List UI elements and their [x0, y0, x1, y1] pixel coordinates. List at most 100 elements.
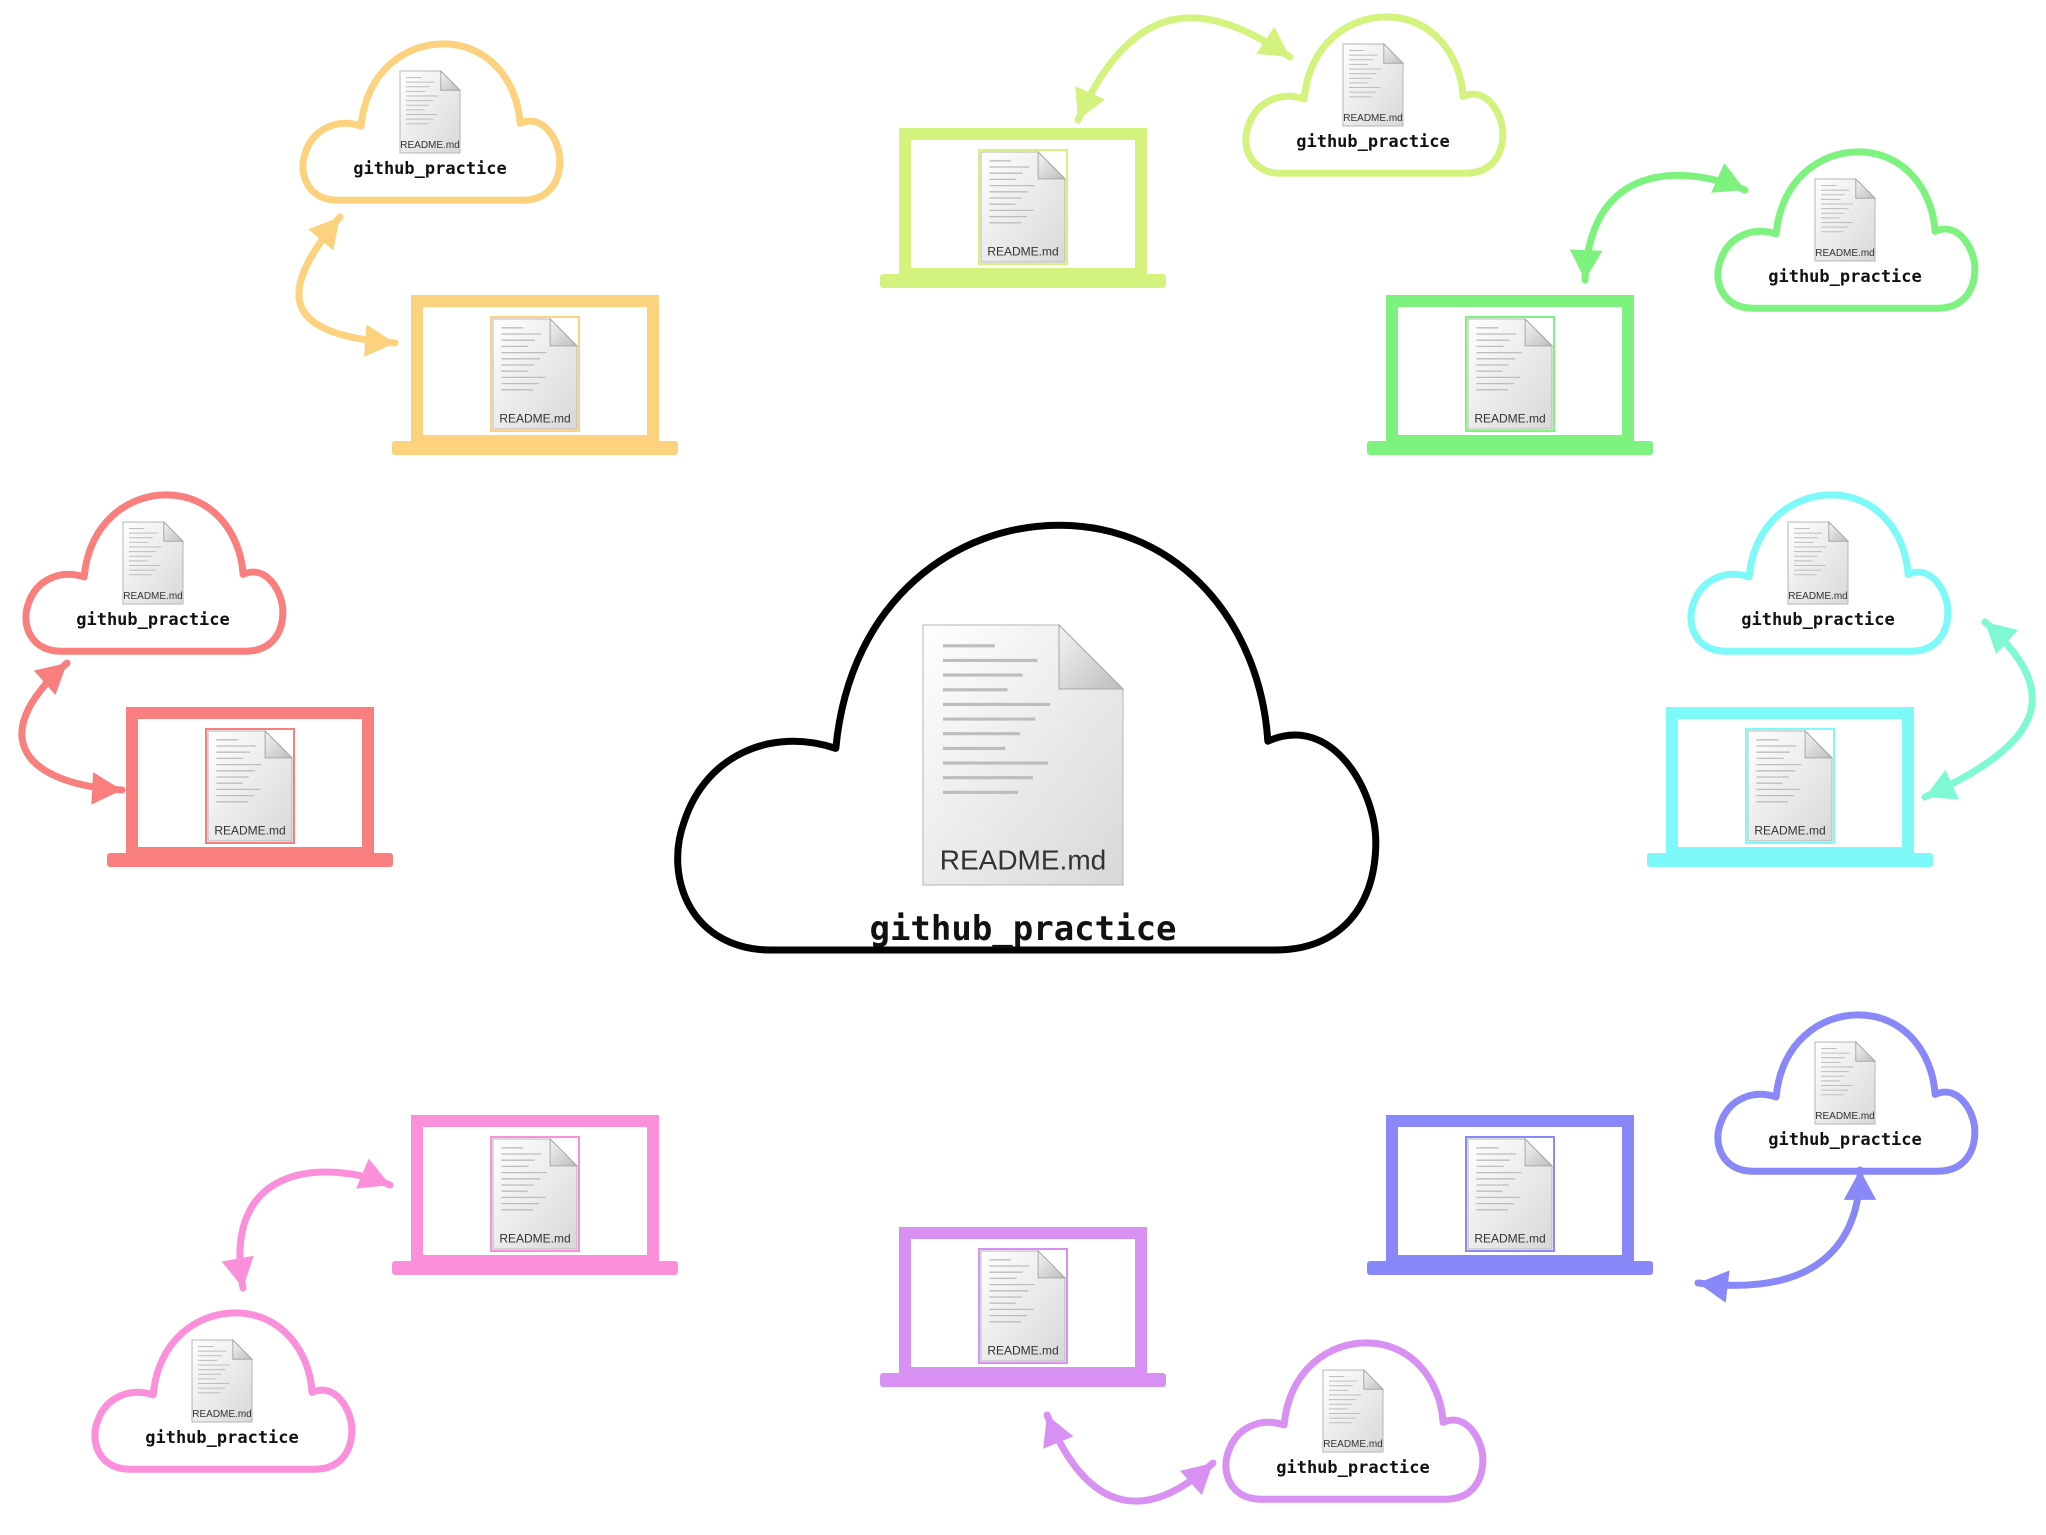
file-name-label: README.md [1815, 1111, 1874, 1122]
document-text-lines [1476, 1147, 1522, 1211]
arrowhead [1043, 1415, 1074, 1449]
arrowhead [33, 663, 67, 695]
file-name-label: README.md [1474, 1231, 1545, 1245]
document-text-lines [1821, 185, 1854, 233]
cyan-cloud-readme-document: README.md [1787, 520, 1850, 605]
blue-clone-cloud [1714, 1011, 1979, 1175]
document-highlight-frame [978, 149, 1068, 265]
document-text-lines [129, 528, 162, 576]
arrowhead [91, 772, 122, 805]
orange-clone-cloud [299, 40, 564, 204]
file-name-label: README.md [1754, 823, 1825, 837]
document-highlight-frame [205, 728, 295, 844]
orange-repo-label: github_practice [353, 159, 507, 179]
document-text-lines [1821, 1048, 1854, 1096]
laptop-base [392, 1261, 678, 1275]
purple-clone-cloud [1222, 1339, 1487, 1503]
file-name-label: README.md [499, 1231, 570, 1245]
document-text-lines [1794, 528, 1827, 576]
arrowhead [1925, 769, 1959, 800]
blue-laptop [1367, 1115, 1653, 1275]
laptop-base [1647, 853, 1933, 867]
cyan-repo-label: github_practice [1741, 610, 1895, 630]
cyan-clone-cloud [1687, 491, 1952, 655]
central-cloud [674, 521, 1380, 954]
document-text-lines [501, 1147, 547, 1211]
lime-clone-cloud [1242, 13, 1507, 177]
blue-cloud-readme-document: README.md [1814, 1040, 1877, 1125]
laptop-base [107, 853, 393, 867]
document-text-lines [216, 739, 262, 803]
file-name-label: README.md [1343, 113, 1402, 124]
purple-cloud-readme-document: README.md [1322, 1368, 1385, 1453]
file-name-label: README.md [1323, 1439, 1382, 1450]
arrowhead [1843, 1170, 1877, 1200]
red-sync-arrow [18, 659, 126, 805]
purple-laptop-readme-document: README.md [978, 1248, 1068, 1364]
arrowhead [1256, 26, 1290, 57]
red-cloud-readme-document: README.md [122, 520, 185, 605]
blue-laptop-readme-document: README.md [1465, 1136, 1555, 1252]
purple-repo-label: github_practice [1276, 1458, 1430, 1478]
document-highlight-frame [490, 1136, 580, 1252]
laptop-base [880, 1373, 1166, 1387]
laptop-base [1367, 441, 1653, 455]
pink-laptop-readme-document: README.md [490, 1136, 580, 1252]
pink-clone-cloud [91, 1309, 356, 1473]
document-highlight-frame [490, 316, 580, 432]
file-name-label: README.md [940, 844, 1106, 875]
green-laptop [1367, 295, 1653, 455]
arrowhead [356, 1158, 390, 1189]
document-highlight-frame [978, 1248, 1068, 1364]
blue-sync-arrow [1694, 1166, 1877, 1303]
cyan-laptop [1647, 707, 1933, 867]
red-clone-cloud [22, 491, 287, 655]
arrowhead [364, 324, 395, 357]
document-text-lines [198, 1346, 231, 1394]
document-text-lines [943, 644, 1051, 794]
arrowhead [1985, 622, 2019, 655]
file-name-label: README.md [400, 140, 459, 151]
file-name-label: README.md [1474, 411, 1545, 425]
pink-cloud-readme-document: README.md [191, 1338, 254, 1423]
red-laptop-readme-document: README.md [205, 728, 295, 844]
document-text-lines [1349, 50, 1382, 98]
file-name-label: README.md [192, 1409, 251, 1420]
cyan-sync-arrow [1921, 618, 2036, 801]
arrowhead [1075, 86, 1105, 120]
file-name-label: README.md [123, 591, 182, 602]
lime-laptop [880, 128, 1166, 288]
file-name-label: README.md [499, 411, 570, 425]
document-text-lines [1756, 739, 1802, 803]
document-text-lines [1329, 1376, 1362, 1424]
orange-laptop [392, 295, 678, 455]
arrowhead [1711, 162, 1745, 193]
document-highlight-frame [1465, 316, 1555, 432]
document-text-lines [406, 77, 439, 125]
green-cloud-readme-document: README.md [1814, 177, 1877, 262]
arrowhead [1179, 1463, 1213, 1496]
arrowhead [221, 1255, 254, 1288]
file-name-label: README.md [987, 1343, 1058, 1357]
arrowhead [308, 217, 340, 251]
orange-laptop-readme-document: README.md [490, 316, 580, 432]
red-repo-label: github_practice [76, 610, 230, 630]
arrowhead [1698, 1270, 1730, 1303]
file-name-label: README.md [214, 823, 285, 837]
green-laptop-readme-document: README.md [1465, 316, 1555, 432]
central-readme-document: README.md [922, 623, 1125, 886]
arrowhead [1569, 249, 1603, 280]
document-text-lines [501, 327, 547, 391]
document-text-lines [989, 1259, 1035, 1323]
pink-sync-arrow [221, 1158, 394, 1292]
document-highlight-frame [1745, 728, 1835, 844]
orange-sync-arrow [295, 213, 399, 357]
file-name-label: README.md [1815, 248, 1874, 259]
file-name-label: README.md [987, 244, 1058, 258]
document-text-lines [989, 160, 1035, 224]
laptop-base [880, 274, 1166, 288]
lime-laptop-readme-document: README.md [978, 149, 1068, 265]
pink-repo-label: github_practice [145, 1428, 299, 1448]
blue-repo-label: github_practice [1768, 1130, 1922, 1150]
